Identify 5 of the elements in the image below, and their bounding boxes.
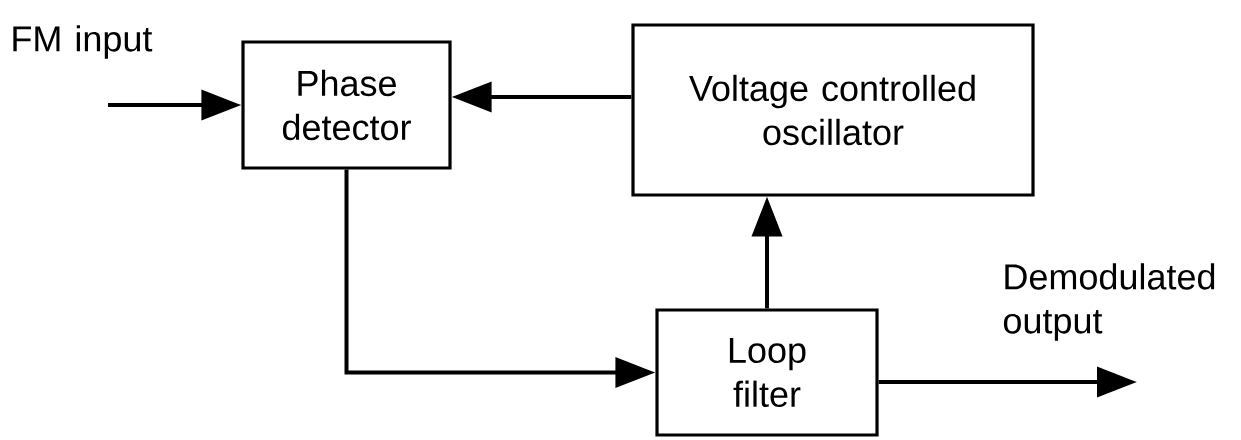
block-box: Phase detector: [241, 40, 452, 170]
block-box: Loop filter: [655, 308, 879, 437]
edge-label: FM input: [13, 25, 153, 59]
edge-label: Demodulated output: [1003, 263, 1215, 341]
block-box: Voltage controlled oscillator: [631, 23, 1035, 197]
